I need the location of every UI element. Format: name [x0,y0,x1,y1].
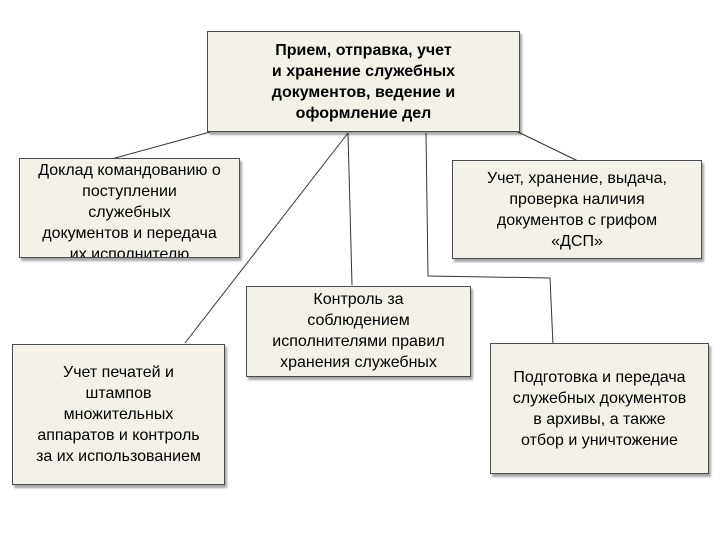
connector-root-archive [425,132,554,346]
root-node: Прием, отправка, учет и хранение служебн… [207,31,520,132]
node-dsp-label: Учет, хранение, выдача, проверка наличия… [487,169,667,250]
connector-root-report [107,131,211,161]
node-stamps: Учет печатей и штампов множительных аппа… [12,344,225,485]
connector-root-dsp [517,131,581,163]
node-report: Доклад командованию о поступлении служеб… [19,158,240,258]
connector-root-control [347,132,353,286]
node-archive-label: Подготовка и передача служебных документ… [512,368,687,449]
node-dsp: Учет, хранение, выдача, проверка наличия… [452,160,702,259]
connector-root-stamps [184,132,349,344]
node-control: Контроль за соблюдением исполнителями пр… [246,286,471,377]
node-control-label: Контроль за соблюдением исполнителями пр… [272,291,445,371]
node-report-label: Доклад командованию о поступлении служеб… [38,162,221,258]
node-archive: Подготовка и передача служебных документ… [490,343,709,474]
node-stamps-label: Учет печатей и штампов множительных аппа… [36,364,201,465]
root-node-label: Прием, отправка, учет и хранение служебн… [271,41,456,122]
